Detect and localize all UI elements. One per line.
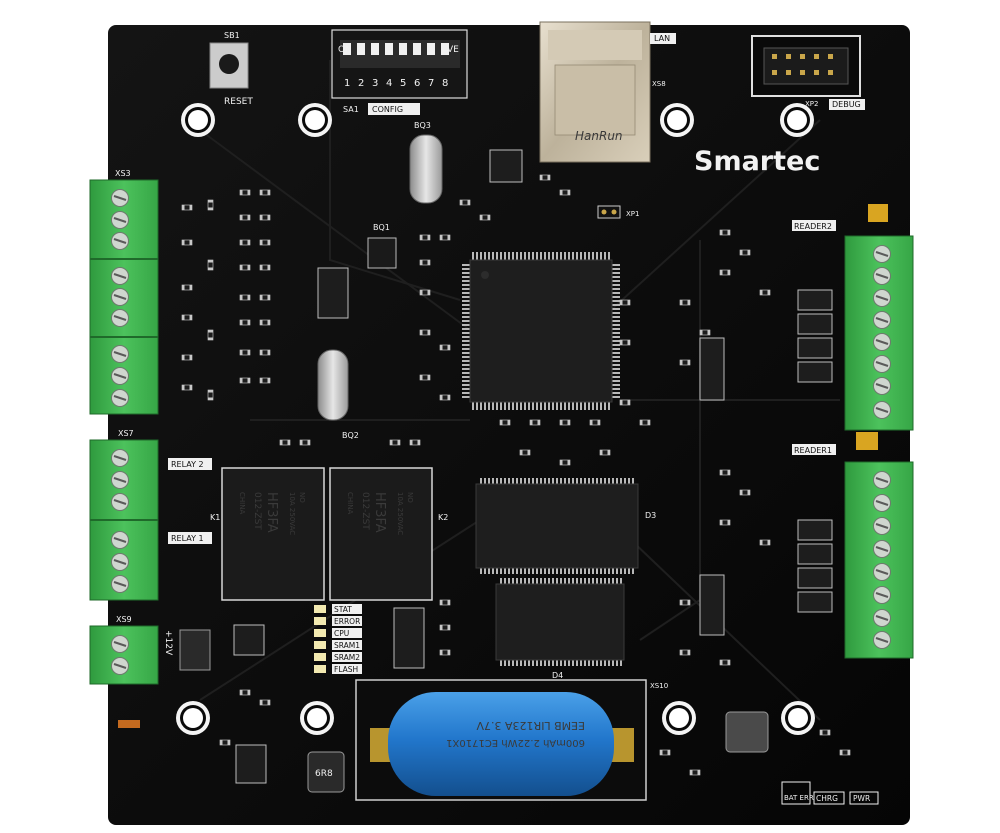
config-label: CONFIG — [372, 105, 403, 114]
diode-vd23 — [118, 720, 140, 728]
svg-text:BAT ERR: BAT ERR — [784, 794, 814, 802]
dip-num-8: 8 — [442, 78, 448, 89]
svg-text:6R8: 6R8 — [315, 769, 333, 779]
svg-text:K2: K2 — [438, 513, 448, 522]
phy-chip — [489, 149, 523, 183]
svg-text:BQ2: BQ2 — [342, 431, 359, 440]
main-mcu — [462, 252, 620, 410]
debug-label: DEBUG — [832, 100, 861, 109]
reset-button: SB1 RESET — [209, 31, 253, 107]
flash-chip-d4: D4 — [495, 578, 625, 680]
inductor-l4 — [179, 629, 211, 671]
lan-label: LAN — [654, 34, 670, 43]
dip-num-5: 5 — [400, 78, 406, 89]
svg-text:K1: K1 — [210, 513, 220, 522]
sram-chip-d3: D3 — [475, 478, 656, 574]
battery-holder: EEMB LIR123A 3.7V 600mAh 2.22Wh EC1710X1… — [355, 679, 668, 801]
terminal-xs3: XS3 — [89, 169, 159, 415]
svg-text:XS9: XS9 — [116, 615, 132, 624]
crystal-bq1: BQ1 — [367, 223, 397, 269]
dip-num-3: 3 — [372, 78, 378, 89]
dip-num-2: 2 — [358, 78, 364, 89]
relay-labels: RELAY 2 RELAY 1 — [168, 458, 212, 544]
svg-text:SRAM2: SRAM2 — [334, 653, 360, 662]
hanrun-mark: HanRun — [575, 129, 623, 143]
sb1-label: SB1 — [224, 31, 240, 40]
svg-text:CPU: CPU — [334, 629, 349, 638]
svg-text:RELAY 2: RELAY 2 — [171, 460, 204, 469]
dip-num-1: 1 — [344, 78, 350, 89]
dip-num-6: 6 — [414, 78, 420, 89]
svg-text:RELAY 1: RELAY 1 — [171, 534, 204, 543]
svg-text:READER1: READER1 — [794, 446, 832, 455]
svg-text:HF3FA: HF3FA — [264, 492, 279, 533]
debug-header: XP2 DEBUG — [751, 35, 865, 110]
terminal-xs7: XS7 — [89, 429, 159, 601]
xs8-label: XS8 — [652, 80, 666, 88]
svg-text:D4: D4 — [552, 671, 563, 680]
svg-text:XS7: XS7 — [118, 429, 134, 438]
xp2-label: XP2 — [805, 100, 818, 108]
relay-k2: HF3FA 012-ZST 10A 250VAC NO CHINA K2 — [329, 467, 448, 601]
jumper-f2 — [868, 204, 888, 222]
svg-text:XS3: XS3 — [115, 169, 131, 178]
lan-jack: HanRun LAN XS8 — [539, 21, 676, 163]
svg-text:012-ZST: 012-ZST — [252, 492, 262, 530]
svg-text:NO: NO — [406, 492, 414, 503]
sa1-label: SA1 — [343, 105, 359, 114]
svg-text:XP1: XP1 — [626, 210, 639, 218]
dip-ve-label: VE — [447, 45, 459, 55]
svg-text:CHINA: CHINA — [346, 492, 354, 514]
svg-text:SRAM1: SRAM1 — [334, 641, 360, 650]
svg-text:CHINA: CHINA — [238, 492, 246, 514]
led-status-block: STAT ERROR CPU SRAM1 SRAM2 FLASH — [314, 604, 362, 674]
svg-text:10A 250VAC: 10A 250VAC — [396, 492, 404, 535]
crystal-bq3: BQ3 — [409, 121, 443, 204]
svg-text:NO: NO — [298, 492, 306, 503]
inductor-l3: 6R8 — [307, 751, 345, 793]
terminal-reader1: READER1 — [792, 444, 914, 659]
jumper-f1 — [856, 432, 878, 450]
svg-text:EEMB LIR123A 3.7V: EEMB LIR123A 3.7V — [476, 719, 585, 732]
svg-text:+12V: +12V — [163, 630, 173, 656]
inductor-l5 — [725, 711, 769, 753]
svg-text:FLASH: FLASH — [334, 665, 358, 674]
dip-num-4: 4 — [386, 78, 392, 89]
svg-text:BQ3: BQ3 — [414, 121, 431, 130]
svg-text:600mAh 2.22Wh EC1710X1: 600mAh 2.22Wh EC1710X1 — [446, 737, 585, 748]
soic-chips — [233, 267, 833, 784]
svg-text:CHRG: CHRG — [816, 794, 838, 803]
brand-logo: Smartec — [694, 146, 820, 177]
crystal-bq2: BQ2 — [317, 349, 359, 440]
svg-text:HF3FA: HF3FA — [372, 492, 387, 533]
jumper-xp1: XP1 — [597, 205, 639, 219]
relay-k1: HF3FA 012-ZST 10A 250VAC NO CHINA K1 — [210, 467, 325, 601]
dip-on-label: ON — [338, 45, 352, 55]
xs10-label: XS10 — [650, 682, 668, 690]
terminal-xs9: XS9 +12V — [89, 615, 173, 685]
svg-text:PWR: PWR — [853, 794, 870, 803]
svg-text:ERROR: ERROR — [334, 617, 360, 626]
svg-text:BQ1: BQ1 — [373, 223, 390, 232]
coin-battery — [388, 692, 614, 796]
svg-text:D3: D3 — [645, 511, 656, 520]
terminal-reader2: READER2 — [792, 220, 914, 431]
dip-num-7: 7 — [428, 78, 434, 89]
svg-text:READER2: READER2 — [794, 222, 832, 231]
reset-label: RESET — [224, 97, 253, 107]
svg-text:STAT: STAT — [334, 605, 352, 614]
svg-text:10A 250VAC: 10A 250VAC — [288, 492, 296, 535]
svg-text:012-ZST: 012-ZST — [360, 492, 370, 530]
bottom-status-labels: BAT ERR CHRG PWR — [781, 781, 879, 805]
dip-switch: ON VE 1 2 3 4 5 6 7 8 SA1 CONFIG — [331, 29, 468, 115]
